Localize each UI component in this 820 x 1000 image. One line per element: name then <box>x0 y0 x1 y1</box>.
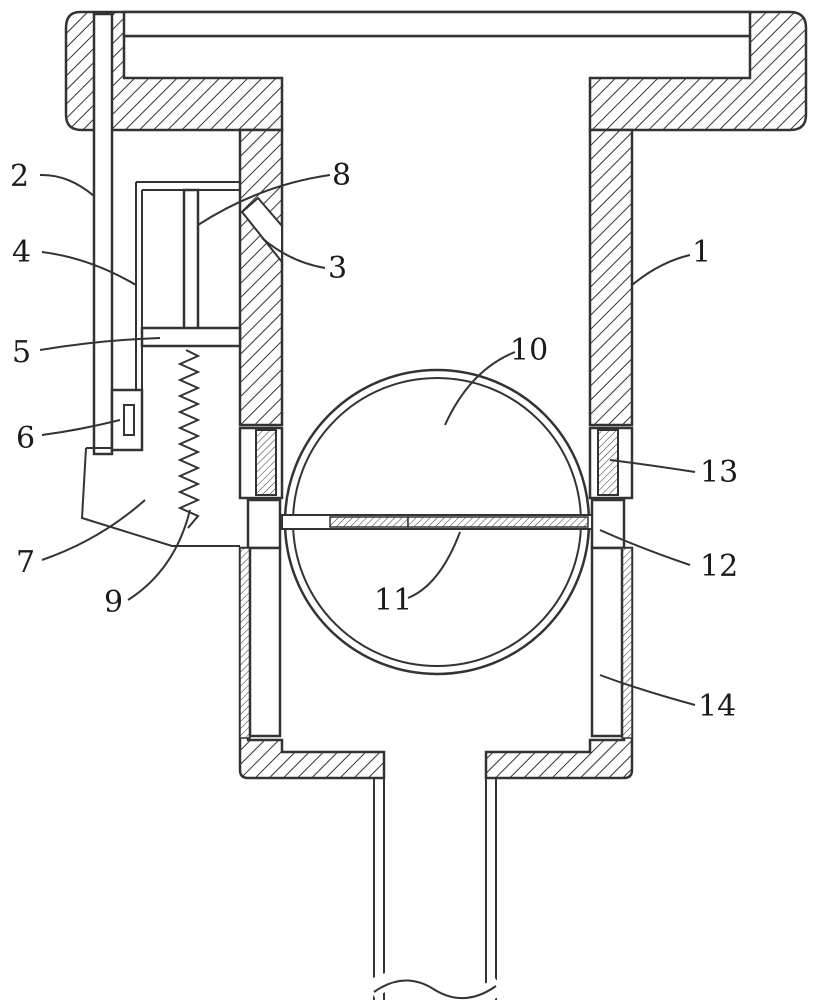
latch <box>110 388 144 452</box>
label-3: 3 <box>328 251 347 286</box>
piston-plate <box>140 326 242 348</box>
rack-inserts <box>238 426 634 500</box>
label-10: 10 <box>510 333 548 368</box>
label-1: 1 <box>692 235 711 270</box>
label-11: 11 <box>374 583 412 618</box>
guide-rod <box>182 188 200 332</box>
label-2: 2 <box>10 159 29 194</box>
axle-rod <box>281 514 593 530</box>
label-8: 8 <box>332 158 351 193</box>
part-labels: 2 4 5 6 7 9 8 3 1 10 13 12 11 14 <box>10 158 738 724</box>
bearing-blocks <box>246 498 626 550</box>
label-12: 12 <box>700 549 738 584</box>
label-5: 5 <box>12 335 31 370</box>
leader-lines <box>39 173 696 706</box>
outlet-pipe <box>365 778 506 1000</box>
label-6: 6 <box>16 421 35 456</box>
top-flange <box>64 10 808 132</box>
label-4: 4 <box>12 235 31 270</box>
deflector <box>80 447 240 547</box>
housing-lower <box>238 546 634 780</box>
spring <box>177 349 201 529</box>
label-7: 7 <box>16 545 35 580</box>
label-13: 13 <box>700 455 738 490</box>
label-9: 9 <box>104 585 123 620</box>
label-14: 14 <box>698 689 736 724</box>
housing-walls-upper <box>238 128 634 427</box>
side-rod <box>92 12 114 456</box>
